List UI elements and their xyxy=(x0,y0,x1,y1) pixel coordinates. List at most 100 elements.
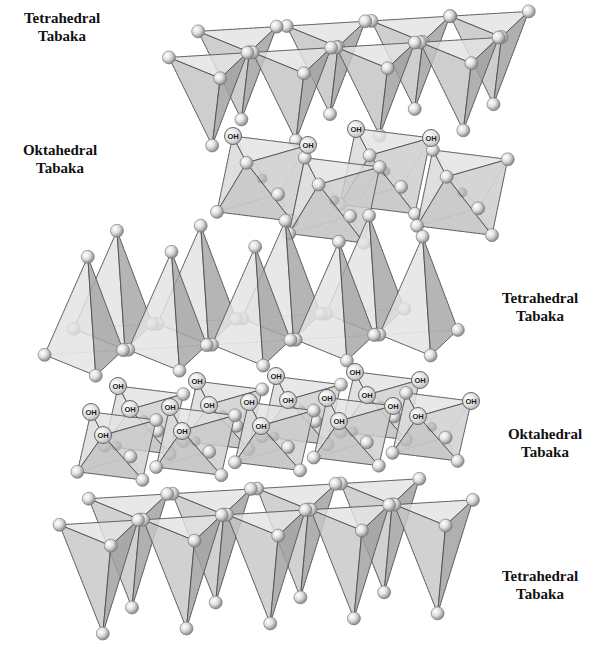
oxygen-atom xyxy=(451,454,464,467)
oxygen-atom xyxy=(150,461,163,474)
polyhedral-sheet xyxy=(53,472,479,640)
oxygen-atom xyxy=(270,20,283,33)
polyhedron xyxy=(330,36,421,142)
oxygen-atom xyxy=(110,224,123,237)
hydroxyl-label: OH xyxy=(384,397,402,415)
polyhedron-face xyxy=(212,247,263,366)
polyhedron xyxy=(205,240,296,372)
polyhedron-face xyxy=(212,53,247,146)
hidden-edge xyxy=(253,48,331,141)
oxygen-atom xyxy=(395,180,408,193)
oxygen-atom xyxy=(215,469,228,482)
polyhedron-face xyxy=(169,57,220,145)
hydroxyl-label: OH xyxy=(279,391,297,409)
oxygen-atom xyxy=(279,214,292,227)
oxygen-atom xyxy=(215,509,228,522)
oxygen-atom xyxy=(117,344,130,357)
oxygen-atom xyxy=(210,205,223,218)
oxygen-atom xyxy=(465,57,478,70)
polyhedron xyxy=(373,230,464,362)
hydroxyl-label: OH xyxy=(109,377,127,395)
hydroxyl-label: OH xyxy=(358,386,376,404)
oxygen-atom xyxy=(372,459,385,472)
oxygen-atom xyxy=(38,348,51,361)
oxygen-atom xyxy=(431,607,444,620)
oxygen-atom xyxy=(162,51,175,64)
polyhedra xyxy=(38,5,535,640)
oxygen-atom xyxy=(150,414,163,427)
oxygen-atom xyxy=(408,36,421,49)
hydroxyl-label: OH xyxy=(161,398,179,416)
layer-label: Oktahedral Tabaka xyxy=(490,424,600,462)
layer-label: Tetrahedral Tabaka xyxy=(8,8,116,46)
polyhedron-face xyxy=(128,252,179,371)
hydroxyl-label: OH xyxy=(240,393,258,411)
oxygen-atom xyxy=(200,339,213,352)
polyhedron-face xyxy=(296,48,331,141)
polyhedron-face xyxy=(217,163,292,221)
oxygen-atom xyxy=(214,72,227,85)
polyhedron xyxy=(137,509,228,635)
oxygen-atom xyxy=(241,46,254,59)
hydroxyl-label: OH xyxy=(94,426,112,444)
oxygen-atom xyxy=(177,388,190,401)
polyhedron xyxy=(289,235,380,367)
polyhedron-face xyxy=(438,500,473,613)
oxygen-atom xyxy=(272,529,285,542)
polyhedron-face xyxy=(339,242,374,361)
oxygen-atom xyxy=(209,596,222,609)
polyhedron-face xyxy=(253,52,304,140)
layer-label: Tetrahedral Tabaka xyxy=(484,566,596,604)
polyhedron-face xyxy=(103,520,138,633)
oxygen-atom xyxy=(487,98,500,111)
polyhedron-face xyxy=(311,510,362,619)
polyhedron-face xyxy=(463,38,498,131)
oxygen-atom xyxy=(228,456,241,469)
polyhedron-face xyxy=(88,257,123,376)
hidden-edge xyxy=(143,515,221,628)
oxygen-atom xyxy=(188,534,201,547)
oxygen-atom xyxy=(485,229,498,242)
hidden-edge xyxy=(336,43,414,136)
oxygen-atom xyxy=(136,473,149,486)
oxygen-atom xyxy=(332,235,345,248)
oxygen-atom xyxy=(264,617,277,630)
polyhedron-face xyxy=(379,237,430,356)
polyhedron-face xyxy=(187,515,222,628)
oxygen-atom xyxy=(249,240,262,253)
polyhedron-face xyxy=(380,43,415,136)
oxygen-atom xyxy=(373,161,386,174)
polyhedron xyxy=(122,245,213,377)
oxygen-atom xyxy=(180,622,193,635)
polyhedron-face xyxy=(143,520,194,629)
hidden-edge xyxy=(169,53,247,146)
oxygen-atom xyxy=(294,464,307,477)
hidden-edge xyxy=(311,505,389,618)
oxygen-atom xyxy=(124,450,137,463)
hydroxyl-label: OH xyxy=(82,403,100,421)
oxygen-atom xyxy=(400,386,413,399)
oxygen-atom xyxy=(81,250,94,263)
polyhedron-face xyxy=(60,525,111,634)
oxygen-atom xyxy=(443,10,456,23)
polyhedron-face xyxy=(235,426,300,471)
polyhedron-face xyxy=(494,11,529,104)
hydroxyl-label: OH xyxy=(422,129,440,147)
polyhedron-face xyxy=(45,257,96,376)
oxygen-atom xyxy=(297,67,310,80)
hydroxyl-label: OH xyxy=(299,136,317,154)
oxygen-atom xyxy=(378,586,391,599)
oxygen-atom xyxy=(359,15,372,28)
oxygen-atom xyxy=(424,349,437,362)
oxygen-atom xyxy=(451,323,464,336)
polyhedral-sheet xyxy=(38,209,464,382)
oxygen-atom xyxy=(235,113,248,126)
polyhedral-sheet xyxy=(71,365,478,486)
polyhedron xyxy=(414,31,505,137)
oxygen-atom xyxy=(132,514,145,527)
polyhedron-face xyxy=(393,416,458,461)
polyhedral-sheet xyxy=(162,5,535,152)
oxygen-atom xyxy=(206,139,219,152)
oxygen-atom xyxy=(439,519,452,532)
